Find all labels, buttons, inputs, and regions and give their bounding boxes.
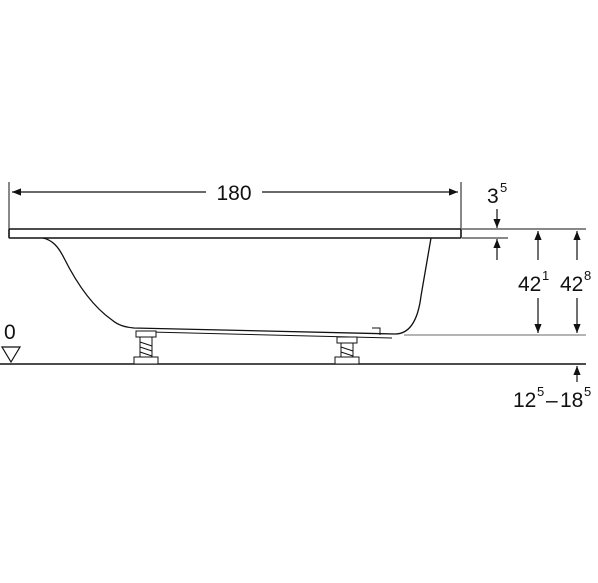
- outer-height-sup: 8: [584, 268, 591, 283]
- waste-outlet: [372, 327, 381, 335]
- tub-rim: [8, 228, 462, 239]
- feet-adjust-min-sup: 5: [537, 384, 544, 399]
- rim-thickness-label: 3: [487, 185, 499, 208]
- length-dimension-label: 180: [216, 182, 251, 205]
- inner-height-label: 42: [518, 273, 541, 296]
- floor-level-label: 0: [4, 321, 16, 344]
- feet-adjust-max-label: 18: [560, 389, 583, 412]
- inner-height-sup: 1: [542, 268, 549, 283]
- feet-adjust-separator: –: [546, 389, 558, 412]
- feet-adjust-min-label: 12: [513, 389, 536, 412]
- support-foot-right: [334, 336, 360, 365]
- outer-height-label: 42: [560, 273, 583, 296]
- support-foot-left: [133, 330, 159, 365]
- floor-level-marker: [0, 346, 22, 364]
- tub-body: [42, 237, 432, 335]
- rim-thickness-sup: 5: [500, 180, 507, 195]
- feet-adjust-max-sup: 5: [584, 384, 591, 399]
